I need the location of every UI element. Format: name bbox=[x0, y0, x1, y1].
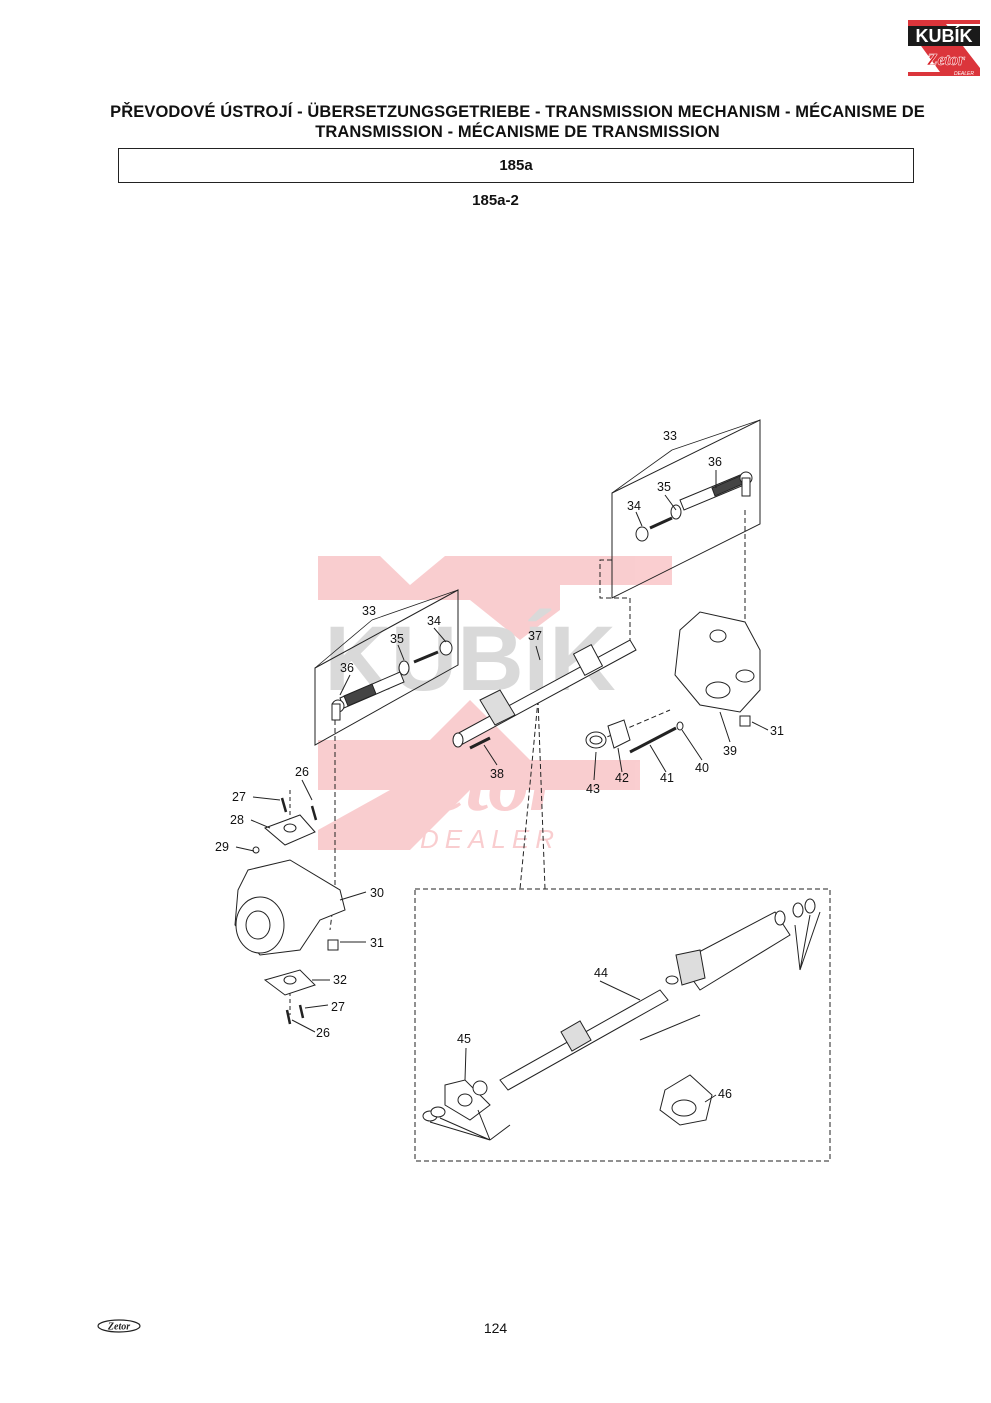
watermark-brand: KUBÍK bbox=[324, 607, 615, 710]
callout-36-upper: 36 bbox=[708, 455, 722, 469]
tie-rod-left bbox=[331, 640, 453, 721]
callout-46: 46 bbox=[718, 1087, 732, 1101]
callout-39: 39 bbox=[723, 744, 737, 758]
callout-42: 42 bbox=[615, 771, 629, 785]
watermark: KUBÍK Zetor DEALER bbox=[318, 556, 672, 854]
callout-34-left: 34 bbox=[427, 614, 441, 628]
title-line-1: PŘEVODOVÉ ÚSTROJÍ - ÜBERSETZUNGSGETRIEBE… bbox=[110, 103, 925, 121]
callout-27-upper: 27 bbox=[232, 790, 246, 804]
callout-40: 40 bbox=[695, 761, 709, 775]
watermark-sub: Zetor bbox=[378, 737, 562, 828]
detail-flange-45 bbox=[422, 1079, 491, 1122]
shaft-37 bbox=[452, 639, 637, 748]
callout-28: 28 bbox=[230, 813, 244, 827]
callout-27-lower: 27 bbox=[331, 1000, 345, 1014]
callout-31-right: 31 bbox=[770, 724, 784, 738]
callout-29: 29 bbox=[215, 840, 229, 854]
page-number: 124 bbox=[483, 1320, 508, 1336]
section-code-box: 185a bbox=[118, 148, 914, 183]
logo-tag: DEALER bbox=[954, 71, 974, 77]
callout-35-left: 35 bbox=[390, 632, 404, 646]
page-title: PŘEVODOVÉ ÚSTROJÍ - ÜBERSETZUNGSGETRIEBE… bbox=[100, 102, 935, 142]
housing-39 bbox=[674, 611, 761, 727]
callout-33-upper: 33 bbox=[663, 429, 677, 443]
callout-45: 45 bbox=[457, 1032, 471, 1046]
callout-34-upper: 34 bbox=[627, 499, 641, 513]
logo-brand: KUBÍK bbox=[916, 25, 973, 46]
callout-43: 43 bbox=[586, 782, 600, 796]
callout-36-left: 36 bbox=[340, 661, 354, 675]
callout-33-left: 33 bbox=[362, 604, 376, 618]
title-line-2: TRANSMISSION - MÉCANISME DE TRANSMISSION bbox=[315, 123, 720, 141]
callout-32: 32 bbox=[333, 973, 347, 987]
watermark-tag: DEALER bbox=[420, 824, 560, 854]
logo-sub: Zetor bbox=[926, 50, 965, 69]
callout-35-upper: 35 bbox=[657, 480, 671, 494]
footer-zetor-logo: Zetor bbox=[97, 1319, 141, 1333]
callout-41: 41 bbox=[660, 771, 674, 785]
detail-part-46 bbox=[659, 1074, 713, 1126]
callout-26-upper: 26 bbox=[295, 765, 309, 779]
detail-shaft-44 bbox=[499, 898, 816, 1091]
callout-30: 30 bbox=[370, 886, 384, 900]
footer-logo-text: Zetor bbox=[107, 1322, 130, 1333]
callout-44: 44 bbox=[594, 966, 608, 980]
tie-rod-upper bbox=[635, 471, 753, 542]
callout-37: 37 bbox=[528, 629, 542, 643]
callout-31-left: 31 bbox=[370, 936, 384, 950]
subsection-code: 185a-2 bbox=[472, 192, 519, 209]
callout-26-lower: 26 bbox=[316, 1026, 330, 1040]
callout-38: 38 bbox=[490, 767, 504, 781]
section-code: 185a bbox=[499, 157, 533, 174]
knuckle-left bbox=[234, 797, 346, 1025]
kubik-zetor-logo: KUBÍK Zetor DEALER bbox=[908, 20, 980, 77]
